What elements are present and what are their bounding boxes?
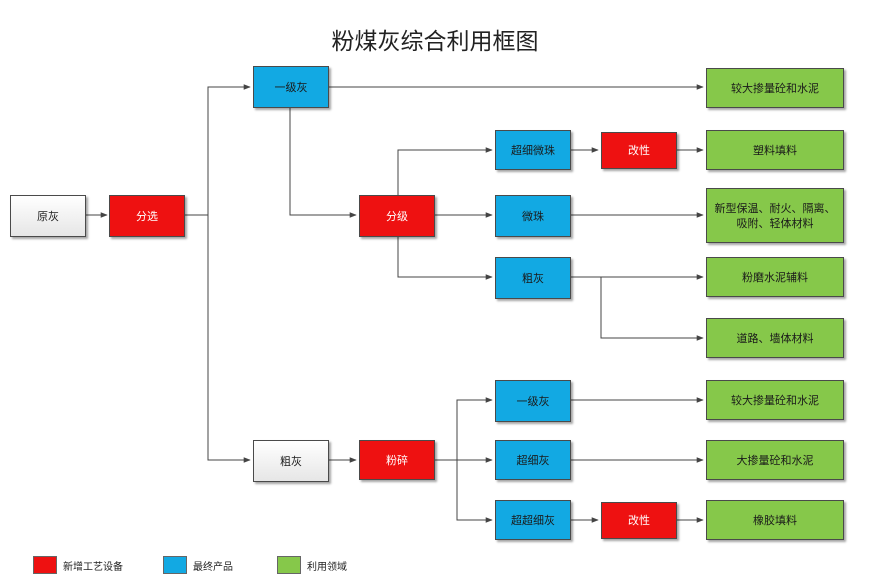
legend-label-application: 利用领域: [307, 562, 347, 573]
edge-grade1-to-classifying: [289, 108, 357, 218]
node-coarse-ash-bottom: 粗灰: [253, 440, 329, 482]
node-raw-ash: 原灰: [10, 195, 86, 237]
legend-label-final-product: 最终产品: [193, 562, 233, 573]
node-coarse-ash-mid: 粗灰: [495, 257, 571, 299]
application-a1: 较大掺量砼和水泥: [706, 68, 844, 108]
application-a7: 大掺量砼和水泥: [706, 440, 844, 480]
node-ultrafine-microbeads: 超细微珠: [495, 130, 571, 170]
legend-swatch-new-equipment: [33, 556, 57, 574]
application-a8: 橡胶填料: [706, 500, 844, 540]
node-ultrafine-ash: 超细灰: [495, 440, 571, 480]
node-grade1-ash-bottom: 一级灰: [495, 380, 571, 422]
edge-grinding-to-super: [456, 460, 493, 523]
application-a5: 道路、墙体材料: [706, 318, 844, 358]
legend-swatch-application: [277, 556, 301, 574]
edge-sorting-to-coarse: [207, 215, 251, 463]
diagram-title: 粉煤灰综合利用框图: [331, 29, 539, 55]
node-grinding: 粉碎: [359, 440, 435, 480]
node-modification-top: 改性: [601, 132, 677, 169]
node-grade1-ash-top: 一级灰: [253, 66, 329, 108]
node-classifying: 分级: [359, 195, 435, 237]
edge-coarse-to-a5: [600, 277, 704, 341]
edge-grinding-to-grade1: [456, 397, 493, 460]
application-a2: 塑料填料: [706, 130, 844, 170]
edge-sorting-to-grade1: [207, 84, 251, 215]
edge-classifying-to-ultrafine: [397, 147, 493, 195]
edge-classifying-to-coarse: [397, 237, 493, 280]
application-a6: 较大掺量砼和水泥: [706, 380, 844, 420]
node-modification-bottom: 改性: [601, 502, 677, 539]
node-sorting: 分选: [109, 195, 185, 237]
application-a4: 粉磨水泥辅料: [706, 257, 844, 297]
node-microbeads: 微珠: [495, 195, 571, 237]
node-super-ultrafine-ash: 超超细灰: [495, 500, 571, 540]
legend-label-new-equipment: 新增工艺设备: [63, 562, 123, 573]
application-a3: 新型保温、耐火、隔离、吸附、轻体材料: [706, 188, 844, 243]
legend-swatch-final-product: [163, 556, 187, 574]
